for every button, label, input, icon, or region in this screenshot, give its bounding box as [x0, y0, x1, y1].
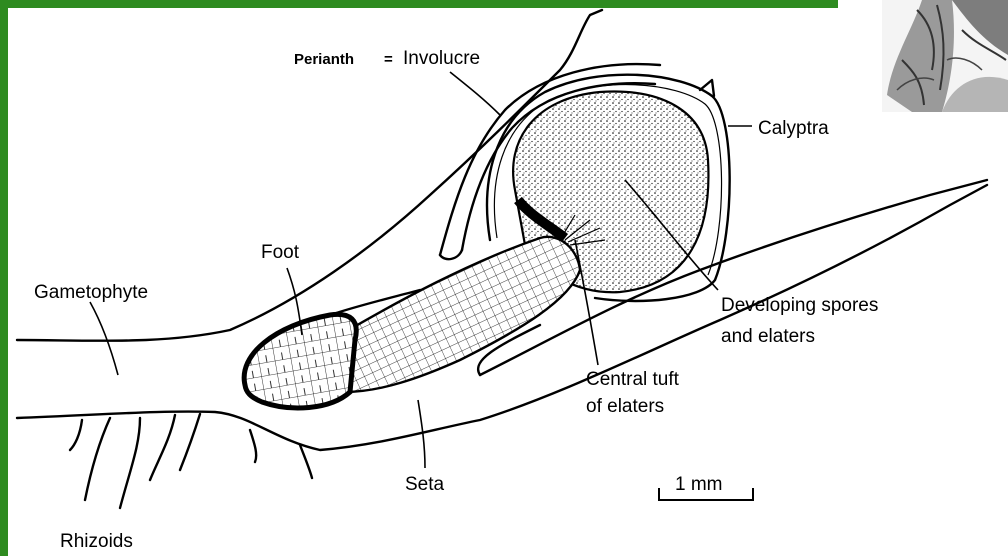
label-involucre: Involucre	[403, 48, 480, 69]
label-developing-spores: Developing spores	[721, 295, 878, 316]
label-perianth: Perianth	[294, 51, 354, 68]
label-of-elaters: of elaters	[586, 396, 664, 417]
rhizoids	[70, 414, 312, 508]
label-and-elaters: and elaters	[721, 326, 815, 347]
label-central-tuft: Central tuft	[586, 369, 680, 390]
label-seta: Seta	[405, 474, 445, 495]
label-gametophyte: Gametophyte	[34, 282, 148, 303]
gametophyte-thallus	[17, 10, 987, 450]
label-calyptra: Calyptra	[758, 118, 829, 139]
label-equals: =	[384, 51, 393, 68]
label-foot: Foot	[261, 242, 300, 263]
label-rhizoids: Rhizoids	[60, 531, 133, 552]
scale-bar-label: 1 mm	[675, 474, 723, 495]
seta	[340, 237, 580, 392]
scale-bar: 1 mm	[659, 474, 753, 500]
